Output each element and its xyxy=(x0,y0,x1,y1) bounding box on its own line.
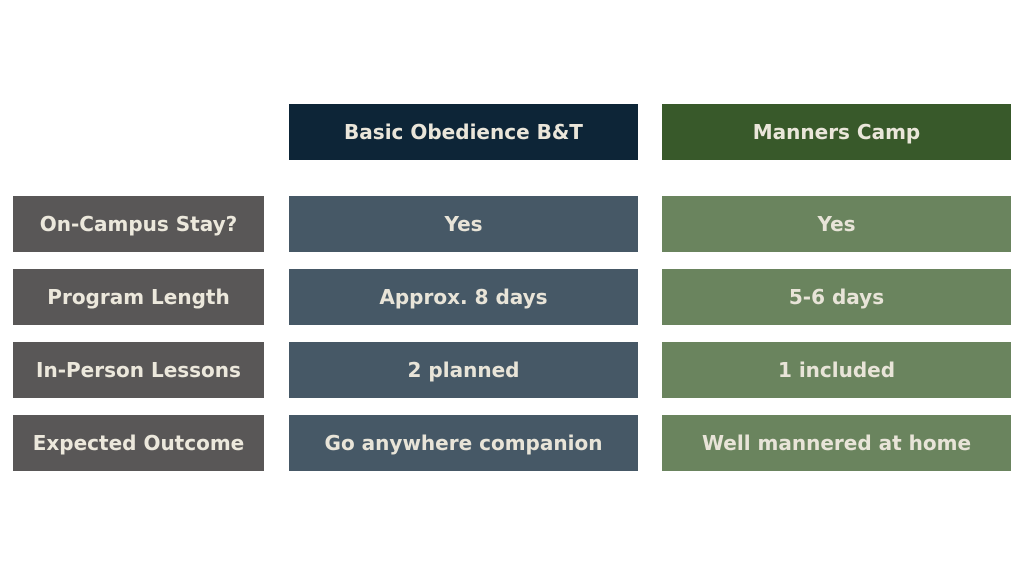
cell-basic-expected-outcome: Go anywhere companion xyxy=(289,415,638,471)
cell-manners-program-length: 5-6 days xyxy=(662,269,1011,325)
cell-manners-expected-outcome: Well mannered at home xyxy=(662,415,1011,471)
cell-basic-on-campus-stay: Yes xyxy=(289,196,638,252)
cell-manners-on-campus-stay: Yes xyxy=(662,196,1011,252)
row-label-program-length: Program Length xyxy=(13,269,264,325)
row-label-on-campus-stay: On-Campus Stay? xyxy=(13,196,264,252)
row-label-expected-outcome: Expected Outcome xyxy=(13,415,264,471)
row-label-in-person-lessons: In-Person Lessons xyxy=(13,342,264,398)
cell-basic-in-person-lessons: 2 planned xyxy=(289,342,638,398)
cell-manners-in-person-lessons: 1 included xyxy=(662,342,1011,398)
cell-basic-program-length: Approx. 8 days xyxy=(289,269,638,325)
header-basic-obedience: Basic Obedience B&T xyxy=(289,104,638,160)
header-manners-camp: Manners Camp xyxy=(662,104,1011,160)
